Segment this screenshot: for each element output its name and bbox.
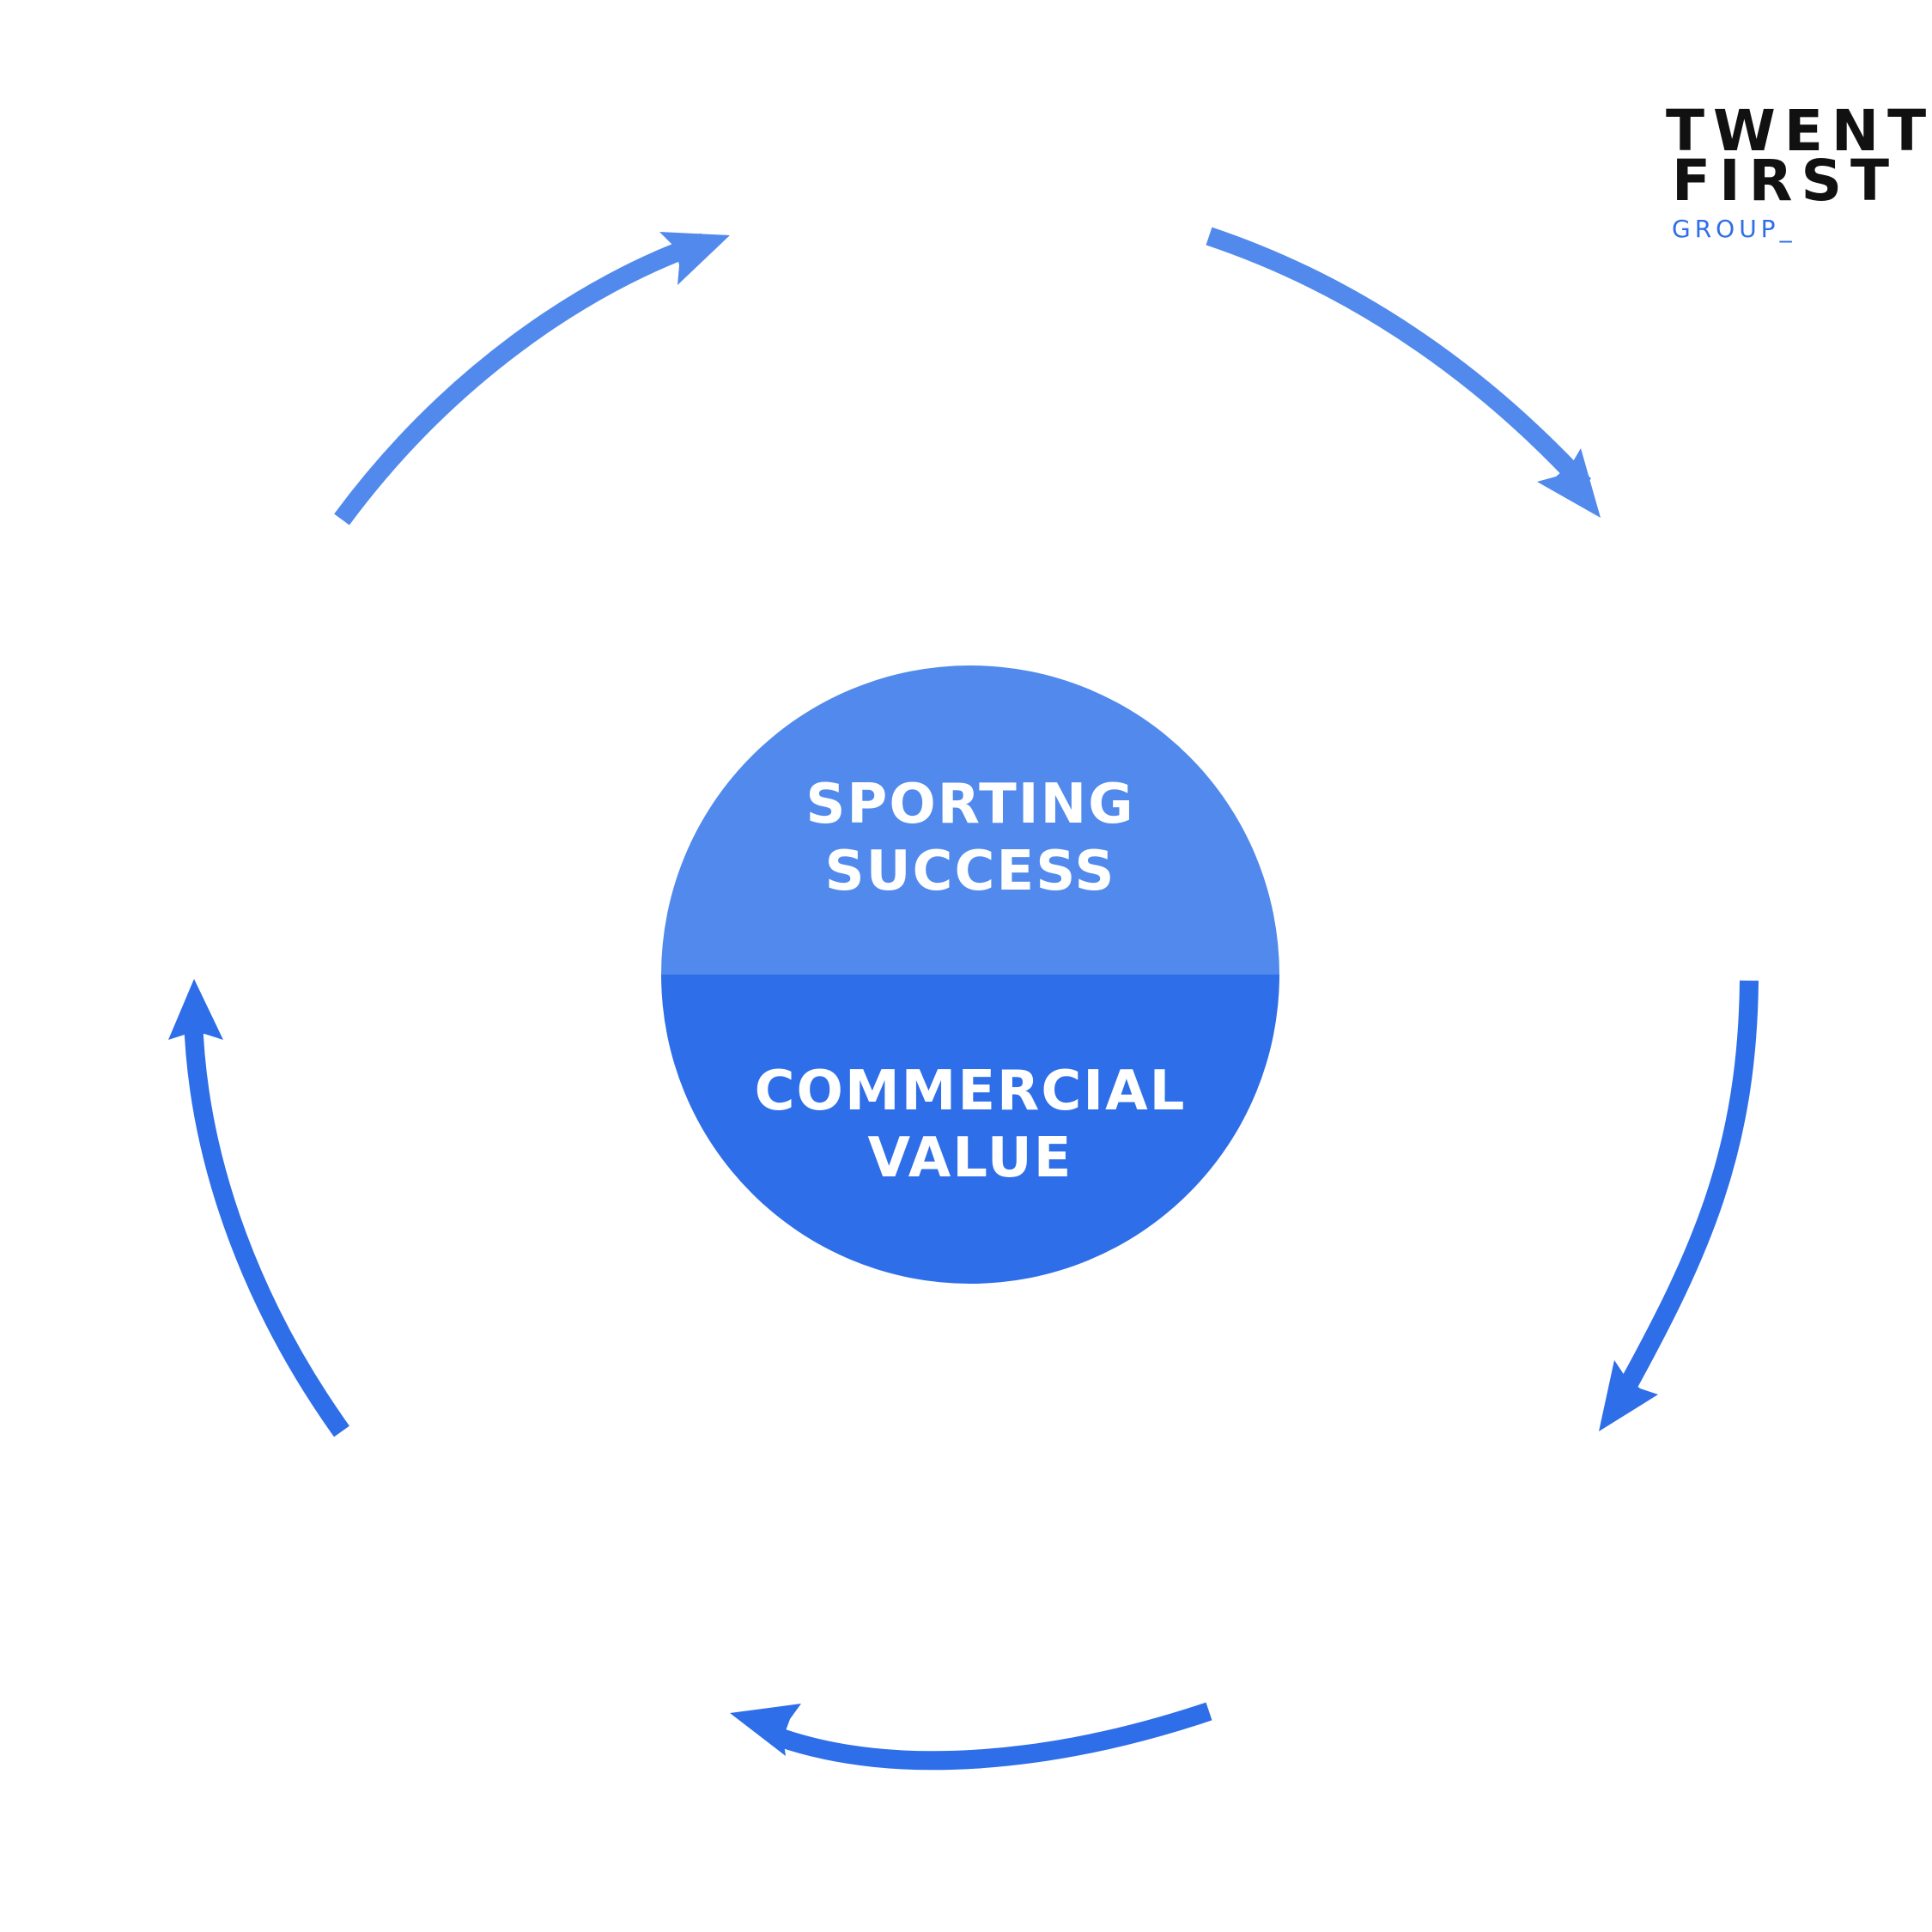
logo-line1: TWENTY — [1666, 98, 1932, 164]
arrow-right — [1599, 980, 1759, 1431]
cycle-arrows — [168, 227, 1759, 1771]
arrow-top-left — [334, 232, 730, 526]
logo-line3: GROUP_ — [1672, 215, 1796, 243]
center-circle: SPORTING SUCCESS COMMERCIAL VALUE — [661, 665, 1279, 1284]
logo-line2: FIRST — [1672, 148, 1898, 214]
arrow-bottom — [730, 1702, 1212, 1771]
arrowhead-top-right — [1537, 448, 1601, 518]
circle-bottom-half — [661, 975, 1279, 1284]
circle-top-half — [661, 665, 1279, 975]
arrow-top-right — [1206, 227, 1601, 518]
arrowhead-top-left — [659, 232, 730, 285]
arrow-left — [168, 979, 349, 1437]
commercial-label-line2: VALUE — [868, 1127, 1073, 1190]
twenty-first-group-logo: TWENTY FIRST GROUP_ — [1666, 98, 1932, 243]
sporting-label-line2: SUCCESS — [824, 840, 1115, 903]
commercial-label-line1: COMMERCIAL — [755, 1060, 1187, 1123]
arrowhead-bottom — [730, 1704, 801, 1756]
arrowhead-right — [1599, 1360, 1658, 1431]
sporting-label-line1: SPORTING — [805, 773, 1134, 836]
arrowhead-left — [168, 979, 223, 1040]
